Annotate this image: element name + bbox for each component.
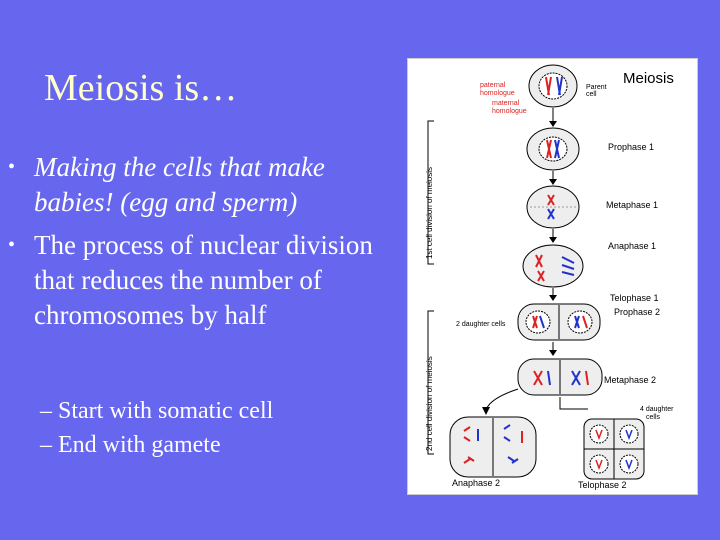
cells-metaphase-2 xyxy=(517,358,603,396)
label-metaphase-1: Metaphase 1 xyxy=(606,200,658,210)
slide-title: Meiosis is… xyxy=(44,67,238,109)
diagram-heading: Meiosis xyxy=(623,70,674,87)
label-two-daughter-cells: 2 daughter cells xyxy=(456,321,506,328)
cell-anaphase-1 xyxy=(522,244,584,288)
parent-cell xyxy=(528,64,578,108)
cells-telophase-1 xyxy=(517,303,601,341)
side-label-second-division: 2nd cell division of meiosis xyxy=(425,356,434,451)
cells-telophase-2 xyxy=(583,418,645,480)
sub-bullet-list: – Start with somatic cell – End with gam… xyxy=(40,394,273,462)
cells-anaphase-2 xyxy=(449,416,537,478)
bullet-list: • Making the cells that make babies! (eg… xyxy=(6,150,401,341)
label-anaphase-2: Anaphase 2 xyxy=(452,478,500,488)
label-telophase-2: Telophase 2 xyxy=(578,480,627,490)
meiosis-diagram: Meiosis 1st cell division of meiosis 2nd… xyxy=(407,58,698,495)
sub-bullet-item: – Start with somatic cell xyxy=(40,398,274,424)
label-anaphase-1: Anaphase 1 xyxy=(608,241,656,251)
bullet-text: The process of nuclear division that red… xyxy=(34,230,373,330)
bullet-item: • Making the cells that make babies! (eg… xyxy=(6,150,401,220)
sub-bullet-item: – End with gamete xyxy=(40,432,221,458)
label-telophase-1: Telophase 1 xyxy=(610,293,659,303)
label-prophase-1: Prophase 1 xyxy=(608,142,654,152)
bullet-dot-icon: • xyxy=(8,234,16,256)
bracket-first-division xyxy=(427,120,434,265)
label-metaphase-2: Metaphase 2 xyxy=(604,375,656,385)
side-label-first-division: 1st cell division of meiosis xyxy=(425,167,434,259)
cell-prophase-1 xyxy=(526,127,580,171)
label-prophase-2: Prophase 2 xyxy=(614,307,660,317)
bullet-dot-icon: • xyxy=(8,156,16,178)
bullet-text: Making the cells that make babies! (egg … xyxy=(34,152,325,217)
bracket-second-division xyxy=(427,310,434,455)
bullet-item: • The process of nuclear division that r… xyxy=(6,228,401,333)
cell-metaphase-1 xyxy=(526,185,580,229)
